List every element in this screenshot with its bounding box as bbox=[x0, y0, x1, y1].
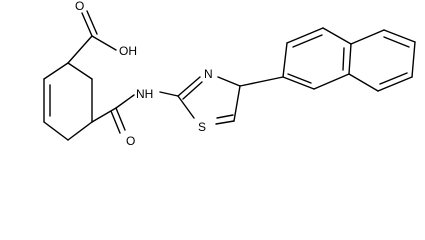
bond bbox=[115, 107, 126, 131]
bond bbox=[159, 91, 179, 97]
double-bond-line bbox=[342, 47, 345, 71]
bond bbox=[286, 27, 324, 44]
bond bbox=[91, 107, 117, 123]
bond bbox=[177, 95, 195, 119]
bond bbox=[282, 42, 288, 78]
amide-nh-label: NH bbox=[136, 87, 153, 101]
bond bbox=[67, 35, 93, 64]
bond bbox=[377, 76, 413, 92]
bond bbox=[67, 121, 93, 141]
bond bbox=[348, 43, 352, 75]
double-bond-line bbox=[86, 10, 98, 35]
bond bbox=[67, 62, 93, 80]
thiazole-ring bbox=[177, 76, 241, 125]
cyclohexene-ring bbox=[43, 62, 93, 141]
double-bond-line bbox=[110, 110, 121, 134]
bond bbox=[43, 121, 69, 141]
bond bbox=[43, 62, 69, 80]
bond bbox=[91, 35, 117, 51]
naphthalene-ring-right bbox=[348, 29, 416, 92]
carboxylic-acid-group bbox=[67, 10, 117, 64]
double-bond-line bbox=[379, 72, 408, 85]
bond bbox=[81, 12, 93, 37]
double-bond-line bbox=[383, 36, 410, 48]
double-bond-line bbox=[182, 81, 203, 100]
thiazole-nitrogen-label: N bbox=[204, 67, 213, 81]
naphthalene-ring-left bbox=[282, 27, 352, 90]
bond bbox=[322, 27, 352, 45]
bond bbox=[217, 76, 241, 87]
bond bbox=[233, 85, 241, 122]
chemical-structure: OH O O NH N S bbox=[43, 0, 416, 148]
amide-oxygen-label: O bbox=[126, 134, 135, 148]
bond bbox=[350, 29, 385, 45]
double-bond-line bbox=[287, 73, 312, 84]
bond bbox=[383, 29, 416, 43]
double-bond-line bbox=[292, 34, 323, 48]
amide-group bbox=[91, 94, 135, 134]
bond bbox=[115, 94, 135, 109]
bond bbox=[348, 73, 379, 92]
bond bbox=[177, 76, 201, 97]
carboxyl-oxygen-label: O bbox=[75, 0, 84, 13]
double-bond-line bbox=[216, 114, 234, 119]
carboxyl-oh-label: OH bbox=[119, 44, 137, 58]
bond bbox=[411, 41, 416, 78]
bond bbox=[215, 120, 235, 125]
thiazole-sulfur-label: S bbox=[198, 120, 206, 134]
bond bbox=[239, 76, 284, 87]
bond bbox=[313, 73, 350, 90]
bond bbox=[282, 76, 315, 90]
